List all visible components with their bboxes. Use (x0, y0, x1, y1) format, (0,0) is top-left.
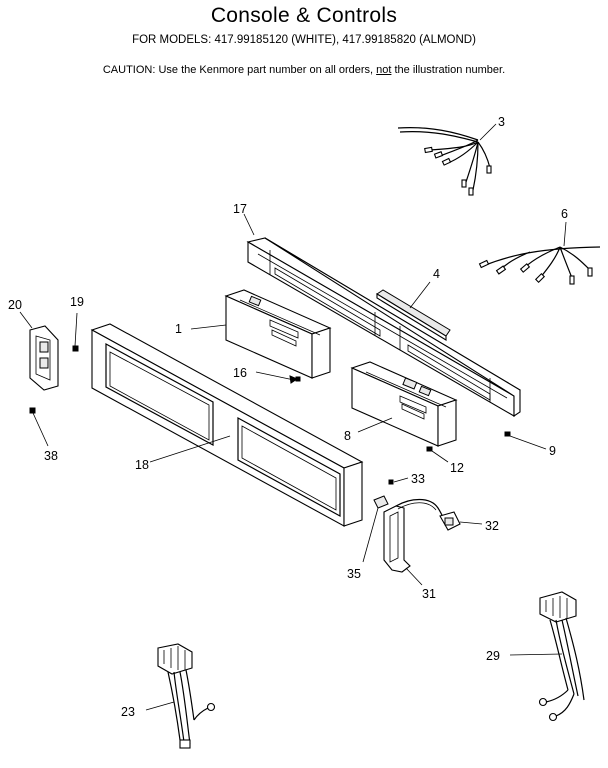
callout-1: 1 (175, 322, 182, 336)
console-backplate-17: 17 (233, 202, 521, 418)
callout-19: 19 (70, 295, 84, 309)
caution-text: CAUTION: Use the Kenmore part number on … (102, 64, 377, 76)
callout-33: 33 (411, 472, 425, 486)
screw-16: 16 (233, 366, 301, 384)
console-frame-18: 18 (90, 323, 364, 527)
callout-29: 29 (486, 649, 500, 663)
models-line: FOR MODELS: 417.99185120 (WHITE), 417.99… (132, 34, 476, 46)
callout-3: 3 (498, 115, 505, 129)
connector-32: 32 (395, 498, 499, 533)
callout-6: 6 (561, 207, 568, 221)
caution-emphasis: not (376, 64, 392, 76)
callout-18: 18 (135, 458, 149, 472)
clip-35: 35 (347, 495, 389, 581)
wire-harness-29: 29 (486, 591, 585, 722)
callout-9: 9 (549, 444, 556, 458)
callout-12: 12 (450, 461, 464, 475)
wire-harness-23: 23 (121, 643, 216, 749)
caution-text-end: the illustration number. (391, 64, 506, 76)
control-board-1: 1 (175, 289, 332, 379)
end-cap-20: 20 (8, 298, 59, 391)
wire-harness-3: 3 (397, 115, 505, 196)
callout-32: 32 (485, 519, 499, 533)
callout-35: 35 (347, 567, 361, 581)
caution-line: CAUTION: Use the Kenmore part number on … (0, 64, 608, 76)
screw-19: 19 (70, 295, 84, 352)
trim-strip-4: 4 (376, 267, 451, 341)
control-board-8: 8 (344, 361, 458, 447)
callout-31: 31 (422, 587, 436, 601)
screw-9: 9 (504, 431, 556, 458)
screw-33: 33 (388, 472, 425, 486)
bracket-31: 31 (383, 505, 436, 601)
callout-17: 17 (233, 202, 247, 216)
callout-38: 38 (44, 449, 58, 463)
callout-8: 8 (344, 429, 351, 443)
callout-16: 16 (233, 366, 247, 380)
wire-harness-6: 6 (478, 207, 601, 285)
callout-4: 4 (433, 267, 440, 281)
page-title: Console & Controls (210, 4, 398, 27)
callout-23: 23 (121, 705, 135, 719)
screw-38: 38 (29, 407, 58, 463)
screw-12: 12 (426, 446, 464, 475)
callout-20: 20 (8, 298, 22, 312)
